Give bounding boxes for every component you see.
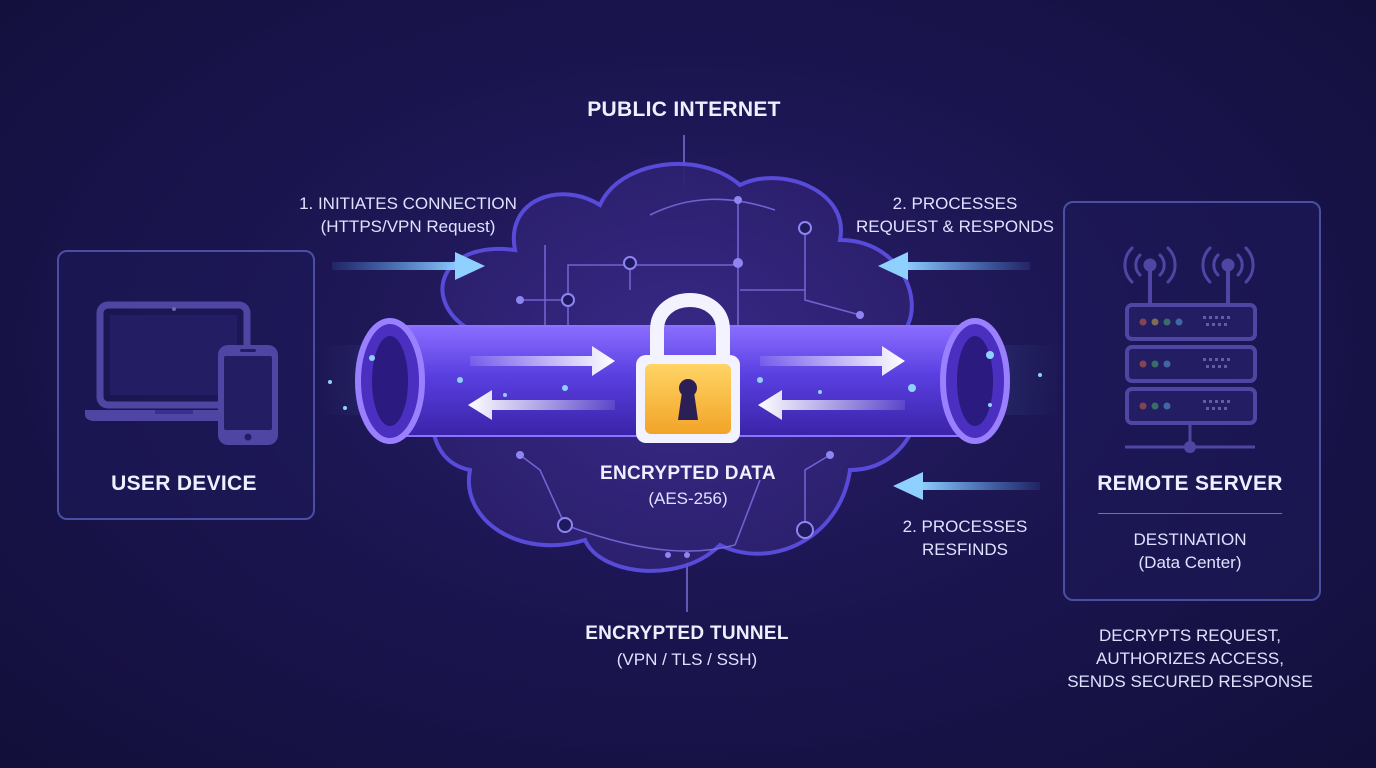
user-device-title: USER DEVICE <box>111 472 257 495</box>
server-divider <box>1098 513 1282 514</box>
encrypted-data-subtitle: (AES-256) <box>648 489 728 508</box>
step2-bottom-line2: RESFINDS <box>922 540 1008 559</box>
step1-line1: 1. INITIATES CONNECTION <box>299 194 517 213</box>
server-destination-line2: (Data Center) <box>1138 553 1242 572</box>
request-arrow <box>332 252 485 280</box>
step2-top-line1: 2. PROCESSES <box>892 194 1018 213</box>
encrypted-data-title: ENCRYPTED DATA <box>600 463 776 484</box>
encrypted-tunnel-title: ENCRYPTED TUNNEL <box>585 623 789 644</box>
step2-top-line2: REQUEST & RESPONDS <box>855 217 1055 236</box>
step1-line2: (HTTPS/VPN Request) <box>320 217 496 236</box>
data-flow-arrows <box>468 346 905 420</box>
user-device-box <box>57 250 315 520</box>
encrypted-tunnel-subtitle: (VPN / TLS / SSH) <box>616 650 758 669</box>
remote-server-box <box>1063 201 1321 601</box>
server-actions-line2: AUTHORIZES ACCESS, <box>1096 649 1284 668</box>
server-actions-line1: DECRYPTS REQUEST, <box>1098 626 1281 645</box>
padlock-icon <box>636 293 740 443</box>
server-actions-line3: SENDS SECURED RESPONSE <box>1067 672 1313 691</box>
response-arrow-top <box>878 252 1030 280</box>
response-arrow-bottom <box>893 472 1040 500</box>
remote-server-title: REMOTE SERVER <box>1097 472 1283 495</box>
step2-bottom-line1: 2. PROCESSES <box>902 517 1028 536</box>
server-destination-line1: DESTINATION <box>1133 530 1247 549</box>
public-internet-title: PUBLIC INTERNET <box>587 98 781 121</box>
